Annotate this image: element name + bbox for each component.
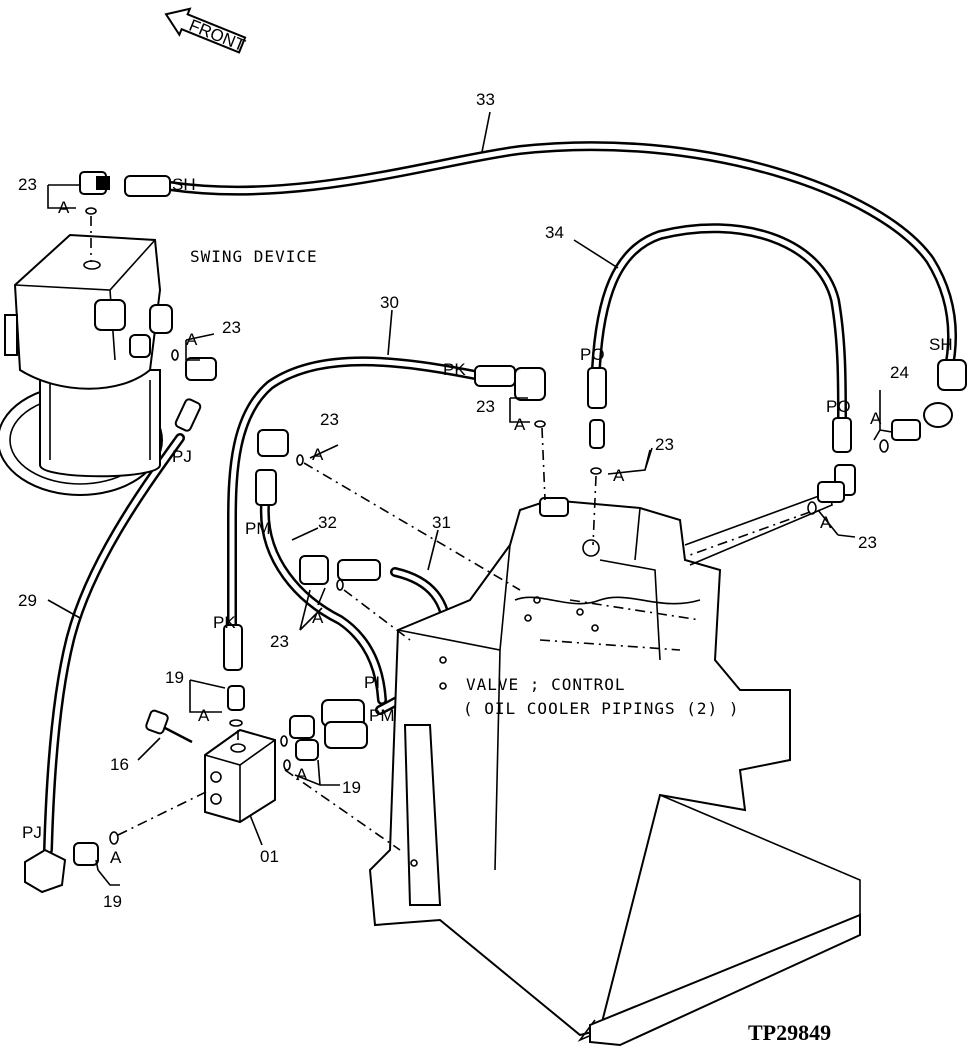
label-23-lower: 23 [270,632,289,651]
hose-29 [43,433,185,855]
bolt-16 [137,709,193,761]
label-33: 33 [476,90,495,109]
label-34: 34 [545,223,564,242]
port-pk: PK [443,360,466,379]
label-a: A [198,706,210,725]
control-valve [368,490,861,1047]
label-a: A [312,445,324,464]
dashed-lines [90,216,811,851]
label-16: 16 [110,755,129,774]
label-23-top-left: 23 [18,175,37,194]
swing-device-caption: SWING DEVICE [190,247,318,266]
port-sh: SH [172,175,196,194]
valve-subtitle: ( OIL COOLER PIPINGS (2) ) [463,699,739,718]
label-23-mid: 23 [320,410,339,429]
label-19-top: 19 [165,668,184,687]
port-po: PO [826,397,851,416]
reference-code: TP29849 [748,1020,831,1045]
label-a: A [514,415,526,434]
o-rings [85,207,889,845]
label-a: A [613,466,625,485]
hose-30 [227,309,485,635]
label-19-bottom: 19 [103,892,122,911]
front-arrow: FRONT [164,7,248,56]
hose-33 [165,111,957,377]
label-a: A [296,765,308,784]
port-pi: PI [364,673,380,692]
label-23-right: 23 [655,435,674,454]
leader-lines [47,184,893,886]
label-a: A [820,513,832,532]
label-a: A [312,608,324,627]
label-23-swing: 23 [222,318,241,337]
block-01 [204,728,276,846]
label-a: A [110,848,122,867]
port-pm: PM [369,706,395,725]
port-po: PO [580,345,605,364]
label-19-right: 19 [342,778,361,797]
port-pk: PK [213,613,236,632]
label-30: 30 [380,293,399,312]
label-a: A [186,330,198,349]
front-label: FRONT [186,16,247,56]
label-31: 31 [432,513,451,532]
label-a: A [58,198,70,217]
label-29: 29 [18,591,37,610]
port-pj: PJ [22,823,42,842]
label-24: 24 [890,363,909,382]
label-32: 32 [318,513,337,532]
hose-34 [573,223,847,423]
swing-device [0,233,173,496]
label-a: A [870,409,882,428]
hose-32 [259,500,387,705]
label-23-far-right: 23 [858,533,877,552]
fittings [24,171,967,894]
port-sh: SH [929,335,953,354]
label-01: 01 [260,847,279,866]
port-pm: PM [245,519,271,538]
port-pj: PJ [172,447,192,466]
label-23-center: 23 [476,397,495,416]
valve-title: VALVE ; CONTROL [466,675,626,694]
